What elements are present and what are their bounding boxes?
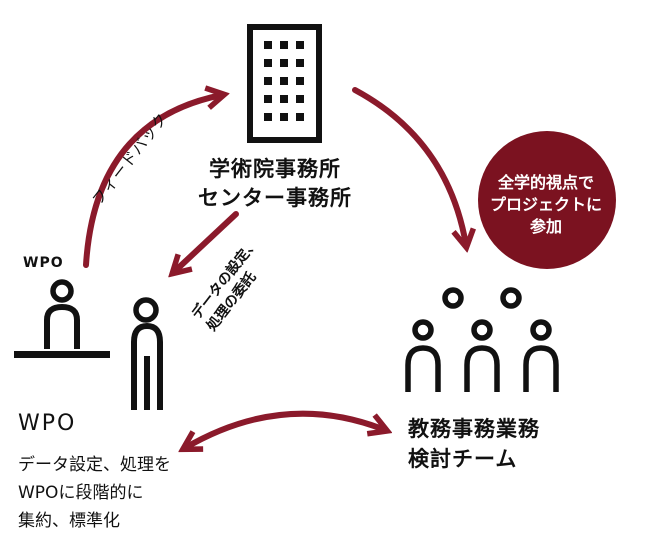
delegation-arrow — [174, 211, 239, 272]
wpo-description: データ設定、処理を WPOに段階的に 集約、標準化 — [18, 451, 171, 535]
building-window — [296, 77, 304, 85]
building-window — [296, 95, 304, 103]
wpo-team-bidirectional-arrow — [185, 410, 385, 448]
team-line-1: 教務事務業務 — [408, 417, 540, 441]
building-window — [264, 113, 272, 121]
building-window — [280, 59, 288, 67]
feedback-arrow — [83, 95, 222, 268]
office-node-label: 学術院事務所 センター事務所 — [198, 155, 352, 213]
team-node-label: 教務事務業務 検討チーム — [408, 414, 540, 474]
building-window — [264, 77, 272, 85]
wpo-desc-line-1: データ設定、処理を — [18, 455, 171, 475]
badge-label: 全学的視点で プロジェクトに 参加 — [484, 172, 608, 238]
office-to-team-arrow — [352, 87, 466, 245]
badge-line-2: プロジェクトに — [489, 195, 602, 214]
building-window — [280, 113, 288, 121]
building-window — [296, 113, 304, 121]
office-line-1: 学術院事務所 — [209, 157, 341, 181]
wpo-desc-line-2: WPOに段階的に — [18, 483, 144, 503]
badge-circle — [478, 131, 616, 269]
building-window — [280, 95, 288, 103]
office-line-2: センター事務所 — [198, 186, 352, 210]
wpo-title: WPO — [18, 411, 77, 436]
building-window — [280, 77, 288, 85]
building-window — [264, 95, 272, 103]
team-line-2: 検討チーム — [408, 447, 518, 471]
person-at-desk-icon — [14, 279, 110, 358]
badge-line-1: 全学的視点で — [497, 173, 594, 192]
badge-line-3: 参加 — [529, 217, 562, 236]
building-window — [296, 59, 304, 67]
building-window — [280, 41, 288, 49]
group-of-people-icon — [405, 287, 559, 392]
office-building-icon — [247, 24, 322, 143]
standing-person-icon — [131, 297, 163, 410]
building-window — [264, 41, 272, 49]
wpo-desc-line-3: 集約、標準化 — [18, 511, 120, 531]
building-window — [264, 59, 272, 67]
building-window — [296, 41, 304, 49]
wpo-desk-label: WPO — [23, 255, 64, 271]
